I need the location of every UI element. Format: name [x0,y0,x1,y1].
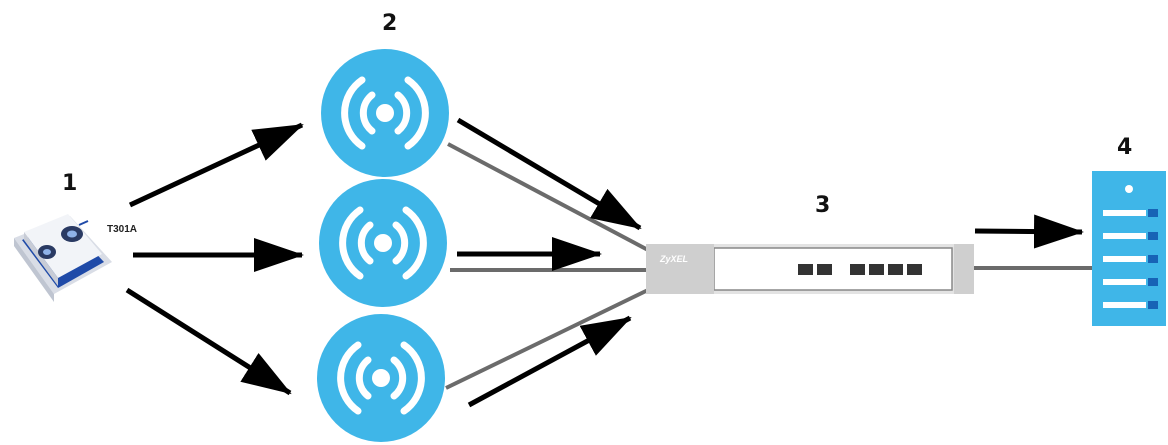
step-1-label: 1 [62,171,77,196]
cable-ap-bottom-to-switch [445,288,649,390]
wireless-access-point-icon [317,314,445,442]
wireless-access-point-icon [321,49,449,177]
network-switch-icon [646,244,974,294]
arrow-ap-top-to-switch [456,117,642,231]
wireless-access-point-icon [319,179,447,307]
server-icon [1092,171,1166,326]
step-2-label: 2 [382,11,397,36]
ble-tag-device-icon [14,214,112,302]
arrow-switch-to-server [974,214,1084,249]
arrow-device-to-ap-top [128,122,304,208]
switch-brand-label: ZyXEL [659,254,688,264]
cable-ap-top-to-switch [447,142,649,252]
arrow-device-to-ap-bottom [125,287,292,396]
device-model-label: T301A [107,224,137,235]
step-3-label: 3 [815,193,830,218]
step-4-label: 4 [1117,135,1132,160]
arrow-ap-bottom-to-switch [467,315,632,408]
